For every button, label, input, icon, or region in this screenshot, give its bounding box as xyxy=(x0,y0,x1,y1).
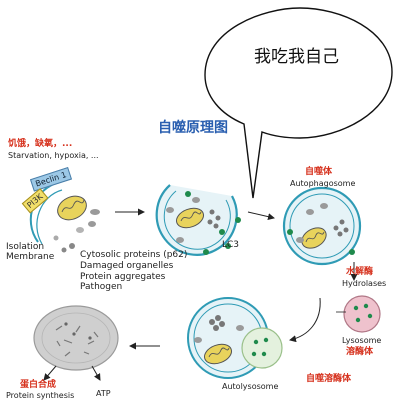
stimuli-cn: 饥饿，缺氧，... xyxy=(8,139,73,149)
autolysosome-cn: 自噬溶酶体 xyxy=(306,374,352,384)
arrow-7 xyxy=(91,365,101,381)
cargo-item: Protein aggregates xyxy=(80,271,166,282)
mitochondrion-1 xyxy=(57,195,87,221)
lysosome-en: Lysosome xyxy=(342,336,382,345)
protein-synthesis-cn: 蛋白合成 xyxy=(20,380,57,390)
cytosolic-dots-1 xyxy=(53,209,100,253)
autophagosome-graphic xyxy=(282,186,362,266)
lysosome-graphic xyxy=(343,295,381,333)
lc3-label: LC3 xyxy=(222,240,240,250)
lysosome-cn: 溶酶体 xyxy=(346,347,374,357)
degraded-vesicle-graphic xyxy=(33,305,119,371)
arrow-4 xyxy=(289,297,321,343)
phagophore-graphic xyxy=(155,184,241,256)
isolation-label-line1: Isolation xyxy=(6,242,45,252)
cargo-list: Cytosolic proteins (p62) Damaged organel… xyxy=(80,250,187,293)
autophagosome-en: Autophagosome xyxy=(290,179,356,188)
autolysosome-graphic xyxy=(187,297,283,379)
arrow-2 xyxy=(247,211,275,221)
cargo-item: Cytosolic proteins (p62) xyxy=(80,250,188,260)
hydrolases-cn: 水解酶 xyxy=(346,267,374,277)
hydrolases-en: Hydrolases xyxy=(342,279,387,288)
cargo-item: Damaged organelles xyxy=(80,260,174,271)
speech-bubble xyxy=(204,7,393,199)
stimuli-en: Starvation, hypoxia, ... xyxy=(8,151,99,160)
isolation-label-line2: Membrane xyxy=(6,252,55,263)
atp-label: ATP xyxy=(96,389,111,398)
isolation-label: Isolation Membrane xyxy=(6,242,54,263)
diagram-title: 自噬原理图 xyxy=(158,120,228,136)
arrow-6 xyxy=(43,365,57,381)
autophagosome-cn: 自噬体 xyxy=(305,167,333,177)
cargo-item: Pathogen xyxy=(80,282,123,293)
speech-bubble-text: 我吃我自己 xyxy=(254,47,339,67)
protein-synthesis-en: Protein synthesis xyxy=(6,391,75,400)
autolysosome-en: Autolysosome xyxy=(222,382,279,391)
